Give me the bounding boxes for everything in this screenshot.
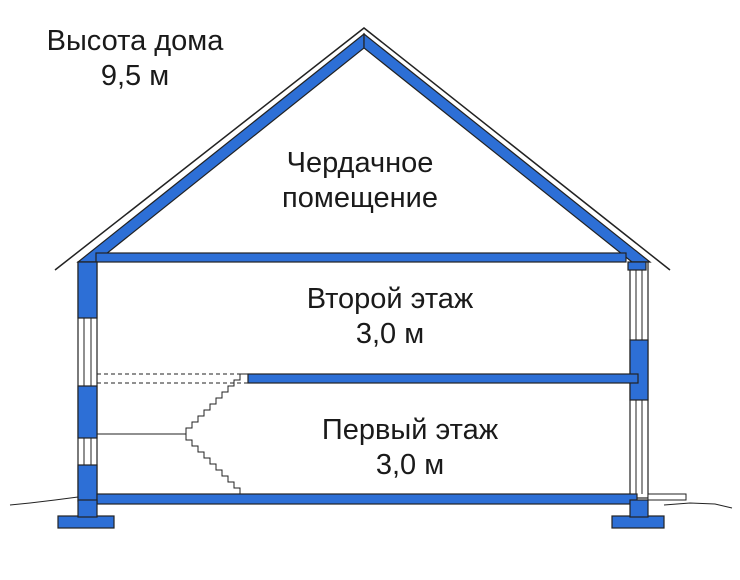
left-footing [57,515,115,529]
stair-upper-flight [185,373,248,434]
ground-line [9,496,79,506]
second-floor-label: Второй этаж 3,0 м [250,282,530,352]
house-height-value: 9,5 м [100,59,170,92]
left-wall-column-middle [77,385,98,439]
stair-lower-flight [185,434,260,495]
house-height-label: Высота дома 9,5 м [10,24,260,94]
interfloor-slab [247,373,639,384]
first-floor-height: 3,0 м [375,448,445,481]
second-floor-title: Второй этаж [306,283,474,315]
right-wall-cap [627,261,647,271]
attic-label-line1: Чердачное [286,147,434,179]
left-wall-column-lower [77,464,98,502]
ground-line [663,502,733,509]
first-floor-title: Первый этаж [321,414,499,446]
right-footing-stem [629,499,649,518]
attic-label: Чердачное помещение [230,146,490,216]
ground-floor-slab [96,493,638,505]
house-height-title: Высота дома [46,25,224,57]
roof-outline [54,27,671,271]
second-floor-height: 3,0 м [355,317,425,350]
entrance-step [647,493,687,501]
left-wall-column-upper [77,261,98,319]
right-wall-column [629,339,649,401]
first-floor-label: Первый этаж 3,0 м [270,413,550,483]
attic-label-line2: помещение [282,181,438,214]
right-footing [611,515,665,529]
left-footing-stem [77,499,98,518]
attic-floor-slab [95,252,627,263]
